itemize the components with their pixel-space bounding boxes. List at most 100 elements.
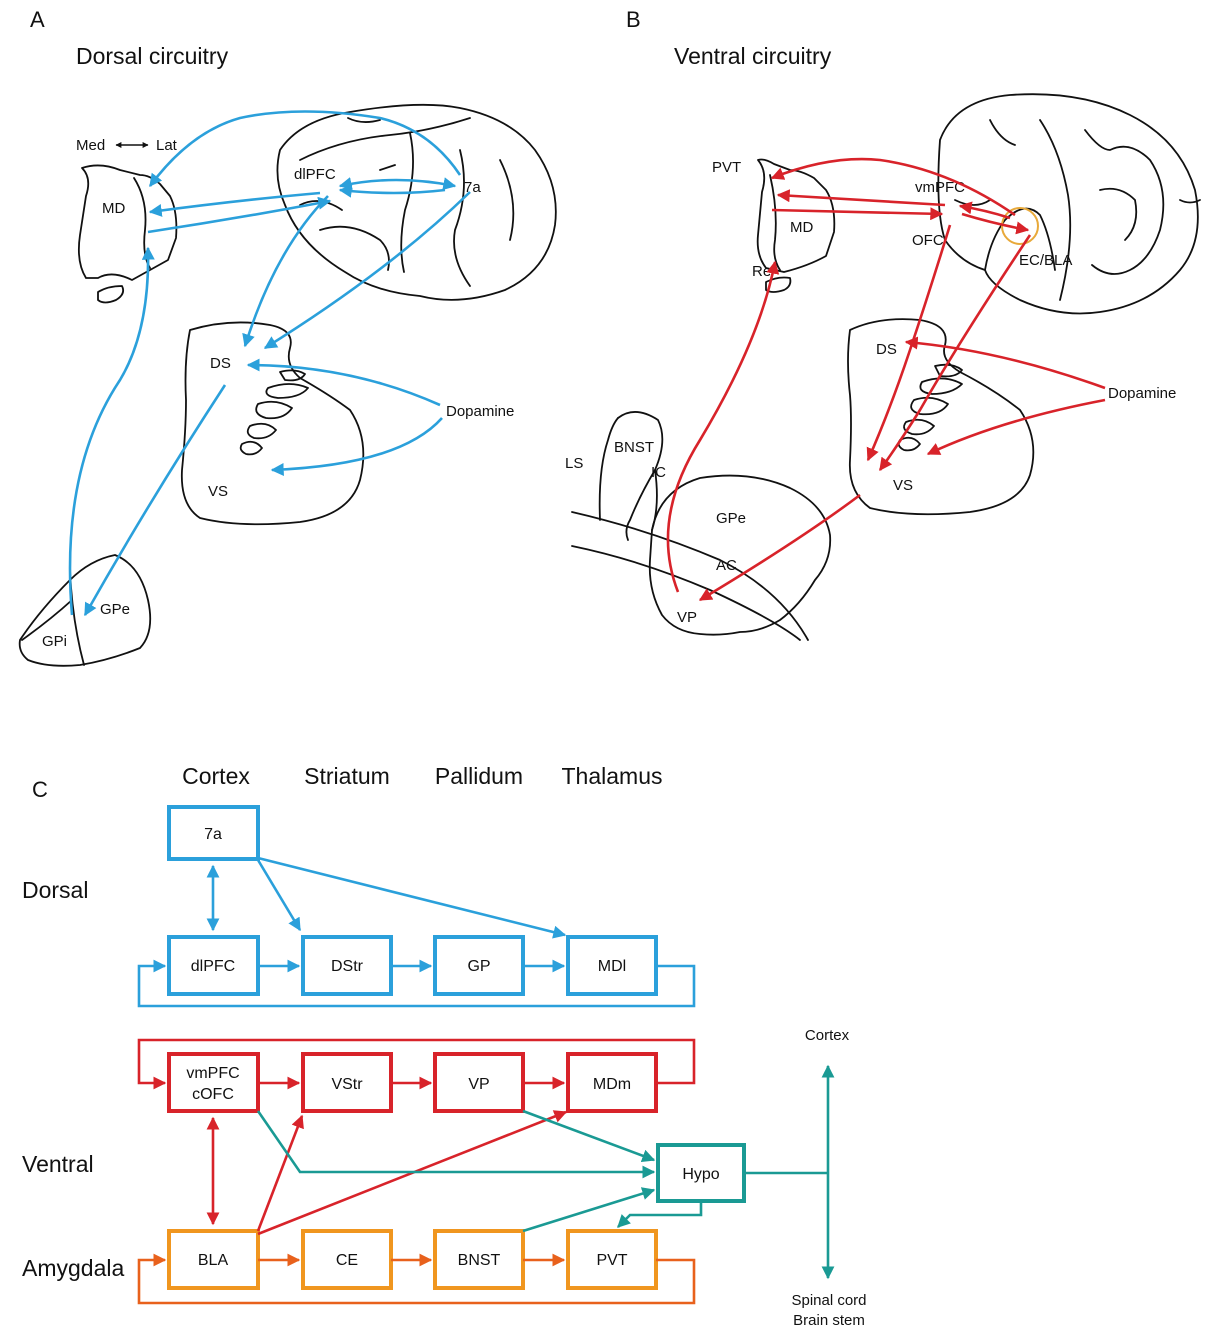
- arrow-ecbla-to-pvt: [772, 159, 1015, 215]
- panel-b-letter: B: [626, 7, 641, 32]
- row-header-ventral: Ventral: [22, 1151, 94, 1177]
- ventral-pathways-b: [668, 159, 1105, 600]
- box-bnst-label: BNST: [458, 1252, 501, 1269]
- output-label-cortex: Cortex: [805, 1027, 850, 1044]
- thalamus-outline-a: [79, 165, 177, 280]
- brain-sulcus-4: [320, 227, 389, 270]
- arrow-vmpfc-to-hypo: [258, 1111, 654, 1172]
- region-ds-b: DS: [876, 341, 897, 358]
- brain-line-b3: [1085, 130, 1163, 274]
- arrow-vmpfc-to-md: [778, 195, 945, 205]
- brain-line-b4: [1100, 189, 1136, 240]
- region-gpi-a: GPi: [42, 633, 67, 650]
- thalamus-lobe-a: [98, 286, 123, 303]
- row-header-amygdala: Amygdala: [22, 1255, 124, 1281]
- panel-a: A Dorsal circuitry Med Lat MD dlPFC 7a DS…: [20, 7, 556, 666]
- region-pvt-b: PVT: [712, 159, 741, 176]
- panel-b-title: Ventral circuitry: [674, 43, 832, 69]
- region-ec-bla-b: EC/BLA: [1019, 252, 1072, 269]
- region-ds-a: DS: [210, 355, 231, 372]
- region-vs-b: VS: [893, 477, 913, 494]
- pallidum-divider-a1: [70, 570, 84, 665]
- row-header-dorsal: Dorsal: [22, 877, 88, 903]
- region-dopamine-b: Dopamine: [1108, 385, 1176, 402]
- orientation-lat: Lat: [156, 137, 178, 154]
- panel-a-letter: A: [30, 7, 45, 32]
- box-vmpfc-label-1: vmPFC: [186, 1065, 239, 1082]
- arrow-ecbla-to-vs: [880, 235, 1030, 470]
- region-ic-b: IC: [651, 464, 666, 481]
- arrow-7a-to-mdl: [258, 858, 565, 935]
- region-vp-b: VP: [677, 609, 697, 626]
- striatum-cell-a3: [256, 402, 292, 419]
- output-label-spinal-cord: Spinal cord: [791, 1292, 866, 1309]
- brain-line-b7: [1180, 200, 1200, 203]
- panel-a-title: Dorsal circuitry: [76, 43, 229, 69]
- box-mdm-label: MDm: [593, 1076, 631, 1093]
- orientation-med: Med: [76, 137, 105, 154]
- region-bnst-b: BNST: [614, 439, 654, 456]
- region-vs-a: VS: [208, 483, 228, 500]
- box-bla-label: BLA: [198, 1252, 229, 1269]
- column-header-thalamus: Thalamus: [562, 763, 663, 789]
- thalamus-midline-b: [770, 175, 780, 270]
- column-header-striatum: Striatum: [304, 763, 390, 789]
- arrow-hypo-to-pvt: [618, 1201, 701, 1227]
- brain-outline-b: [938, 94, 1198, 313]
- box-ce-label: CE: [336, 1252, 358, 1269]
- region-md-a: MD: [102, 200, 125, 217]
- striatum-cell-b2: [920, 378, 962, 394]
- column-header-pallidum: Pallidum: [435, 763, 523, 789]
- pallidum-outline-a: [20, 555, 151, 666]
- box-vp-label: VP: [468, 1076, 489, 1093]
- brain-sulcus-8: [348, 118, 380, 122]
- brain-line-b5: [990, 120, 1015, 145]
- region-ofc-b: OFC: [912, 232, 944, 249]
- box-mdl-label: MDl: [598, 958, 626, 975]
- box-dstr-label: DStr: [331, 958, 364, 975]
- region-dlpfc-a: dlPFC: [294, 166, 336, 183]
- region-ls-b: LS: [565, 455, 583, 472]
- box-vstr-label: VStr: [331, 1076, 363, 1093]
- region-re-b: Re: [752, 263, 771, 280]
- box-dlpfc-label: dlPFC: [191, 958, 235, 975]
- brain-line-b6: [955, 200, 990, 205]
- box-gp-label: GP: [467, 958, 490, 975]
- panel-c: C Cortex Striatum Pallidum Thalamus Dors…: [22, 763, 867, 1329]
- brain-sulcus-5: [500, 160, 513, 240]
- striatum-cell-a2: [266, 384, 308, 398]
- arrow-7a-to-ds: [265, 192, 470, 348]
- region-md-b: MD: [790, 219, 813, 236]
- box-7a-label: 7a: [204, 826, 222, 843]
- region-gpe-a: GPe: [100, 601, 130, 618]
- region-gpe-b: GPe: [716, 510, 746, 527]
- striatum-cell-a5: [241, 442, 262, 455]
- arrow-dopamine-to-vs: [272, 418, 442, 470]
- striatum-cell-a4: [248, 424, 276, 439]
- brain-line-b2: [1040, 120, 1070, 300]
- arrow-7a-dlpfc: [340, 190, 445, 193]
- region-7a-a: 7a: [464, 179, 481, 196]
- output-label-brain-stem: Brain stem: [793, 1312, 865, 1329]
- striatum-cell-b3: [911, 398, 948, 415]
- arrow-dlpfc-7a: [340, 180, 455, 186]
- arrow-dlpfc-to-md-1: [150, 193, 320, 212]
- thalamus-outline-b: [758, 160, 835, 273]
- arrow-7a-to-dstr: [258, 860, 300, 930]
- arrow-md-to-vmpfc: [772, 210, 942, 214]
- region-dopamine-a: Dopamine: [446, 403, 514, 420]
- arrow-ds-to-gpi: [85, 385, 225, 615]
- brain-sulcus-7: [380, 165, 395, 170]
- box-vmpfc-label-2: cOFC: [192, 1086, 234, 1103]
- column-header-cortex: Cortex: [182, 763, 250, 789]
- arrow-bla-to-vstr: [258, 1116, 302, 1231]
- panel-c-letter: C: [32, 777, 48, 802]
- region-ac-b: AC: [716, 557, 737, 574]
- ls-outline: [600, 418, 618, 520]
- panel-b: B Ventral circuitry PVT MD Re vmPFC OFC …: [565, 7, 1200, 640]
- arrow-vp-to-hypo: [523, 1111, 654, 1160]
- box-pvt-label: PVT: [596, 1252, 627, 1269]
- arrow-vp-to-md: [668, 262, 775, 592]
- arrow-bnst-to-hypo: [523, 1190, 654, 1231]
